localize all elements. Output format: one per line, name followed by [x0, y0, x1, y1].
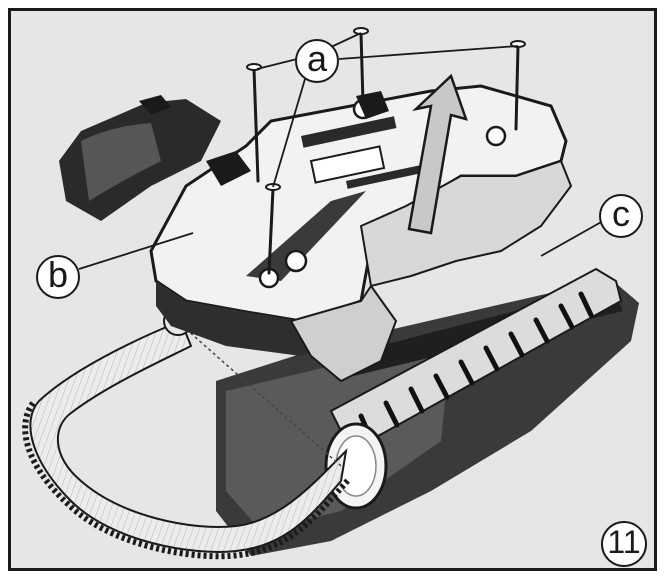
callout-b: b: [36, 255, 80, 299]
brush-roller: [324, 267, 623, 510]
brush-roller-assembly-illustration: [22, 27, 639, 560]
figure-number: 11: [601, 521, 647, 567]
callout-c: c: [599, 194, 643, 238]
callout-a-label: a: [306, 38, 328, 79]
callout-c-label: c: [612, 193, 630, 234]
lift-off-arrow: [407, 73, 468, 235]
drive-belt: [22, 319, 352, 560]
callout-a: a: [295, 39, 339, 83]
figure-number-label: 11: [607, 524, 641, 560]
top-cover: [149, 84, 573, 383]
screw-icon: [353, 27, 369, 105]
figure-frame: a b c 11: [8, 8, 657, 571]
motor-cylinder: [59, 95, 221, 221]
callout-b-label: b: [47, 254, 69, 295]
leader-lines: [78, 32, 604, 270]
